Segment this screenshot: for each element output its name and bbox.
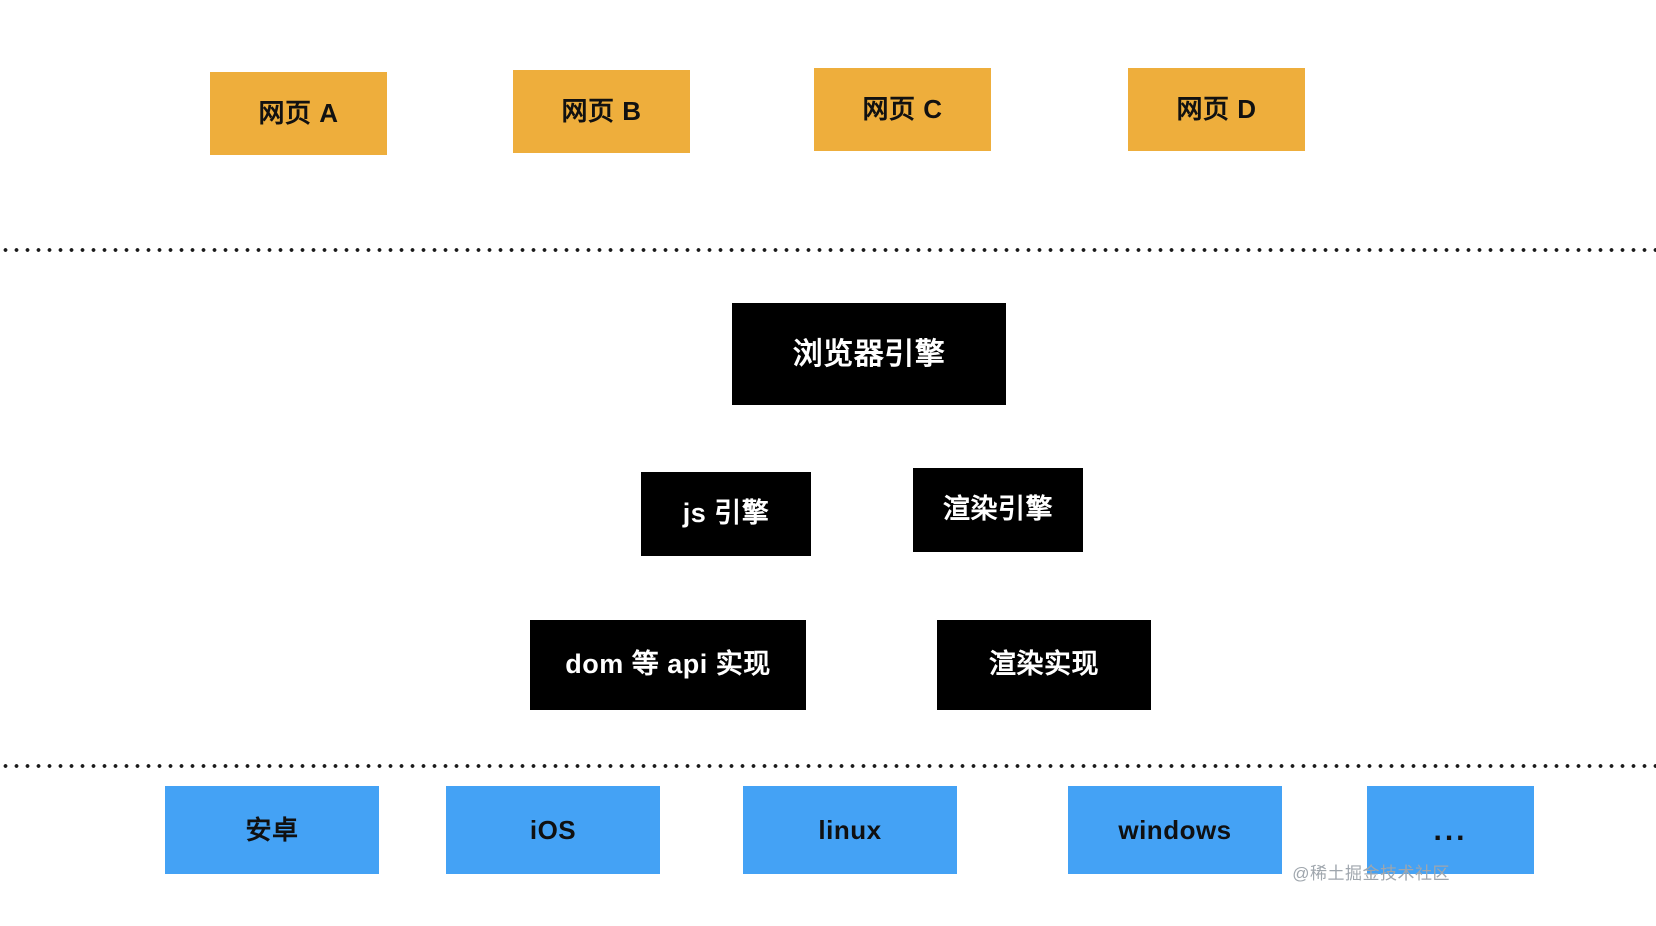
node-browser-engine-浏览器引擎: 浏览器引擎 <box>732 303 1006 405</box>
box-label: linux <box>818 814 882 845</box>
box-label: windows <box>1118 814 1232 845</box>
node-operating-systems-ios: iOS <box>446 786 660 874</box>
box-label: js 引擎 <box>682 498 770 529</box>
node-operating-systems-more: ... <box>1367 786 1534 874</box>
node-operating-systems-linux: linux <box>743 786 957 874</box>
box-label: 网页 C <box>862 94 943 125</box>
box-label: 渲染引擎 <box>943 494 1053 525</box>
node-web-pages-网页-a: 网页 A <box>210 72 387 155</box>
node-web-pages-网页-d: 网页 D <box>1128 68 1305 151</box>
node-web-pages-网页-b: 网页 B <box>513 70 690 153</box>
node-engines-渲染引擎: 渲染引擎 <box>913 468 1083 552</box>
box-label: ... <box>1433 813 1468 847</box>
node-operating-systems-安卓: 安卓 <box>165 786 379 874</box>
node-web-pages-网页-c: 网页 C <box>814 68 991 151</box>
box-label: 浏览器引擎 <box>792 337 946 371</box>
watermark: @稀土掘金技术社区 <box>1292 864 1450 883</box>
box-label: dom 等 api 实现 <box>565 649 771 680</box>
box-label: 网页 D <box>1176 94 1257 125</box>
box-label: iOS <box>529 814 577 845</box>
box-label: 网页 B <box>561 96 642 127</box>
node-implementations-dom-等-api-实现: dom 等 api 实现 <box>530 620 806 710</box>
box-label: 渲染实现 <box>989 649 1099 680</box>
box-label: 安卓 <box>245 814 299 845</box>
box-label: 网页 A <box>258 98 339 129</box>
divider-top <box>0 248 1656 252</box>
node-operating-systems-windows: windows <box>1068 786 1282 874</box>
node-engines-js-引擎: js 引擎 <box>641 472 811 556</box>
node-implementations-渲染实现: 渲染实现 <box>937 620 1151 710</box>
divider-bottom <box>0 764 1656 768</box>
